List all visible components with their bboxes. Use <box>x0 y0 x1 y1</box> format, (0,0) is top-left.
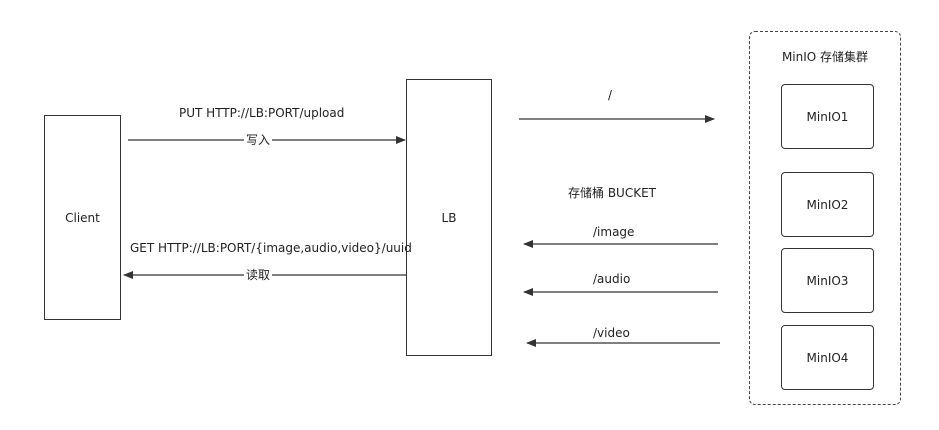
get-action-label: 读取 <box>244 268 273 282</box>
lb-box: LB <box>406 79 492 356</box>
root-path-label: / <box>608 88 613 102</box>
minio-node-2-label: MinIO2 <box>806 197 849 212</box>
put-action-label: 写入 <box>244 133 273 147</box>
minio-node-4: MinIO4 <box>781 325 874 390</box>
image-bucket-label: /image <box>593 225 635 239</box>
video-bucket-label: /video <box>593 326 630 340</box>
put-url-label: PUT HTTP://LB:PORT/upload <box>179 106 345 120</box>
audio-bucket-label: /audio <box>593 272 631 286</box>
get-url-label: GET HTTP://LB:PORT/{image,audio,video}/u… <box>130 241 412 255</box>
minio-node-2: MinIO2 <box>781 172 874 237</box>
client-label: Client <box>65 210 100 225</box>
client-box: Client <box>44 115 121 320</box>
minio-cluster <box>749 31 901 405</box>
minio-node-1-label: MinIO1 <box>806 109 849 124</box>
cluster-title: MinIO 存储集群 <box>781 50 869 64</box>
minio-node-1: MinIO1 <box>781 84 874 149</box>
minio-node-3-label: MinIO3 <box>806 273 849 288</box>
lb-label: LB <box>441 210 457 225</box>
bucket-title-label: 存储桶 BUCKET <box>568 186 656 200</box>
minio-node-4-label: MinIO4 <box>806 350 849 365</box>
minio-node-3: MinIO3 <box>781 248 874 313</box>
